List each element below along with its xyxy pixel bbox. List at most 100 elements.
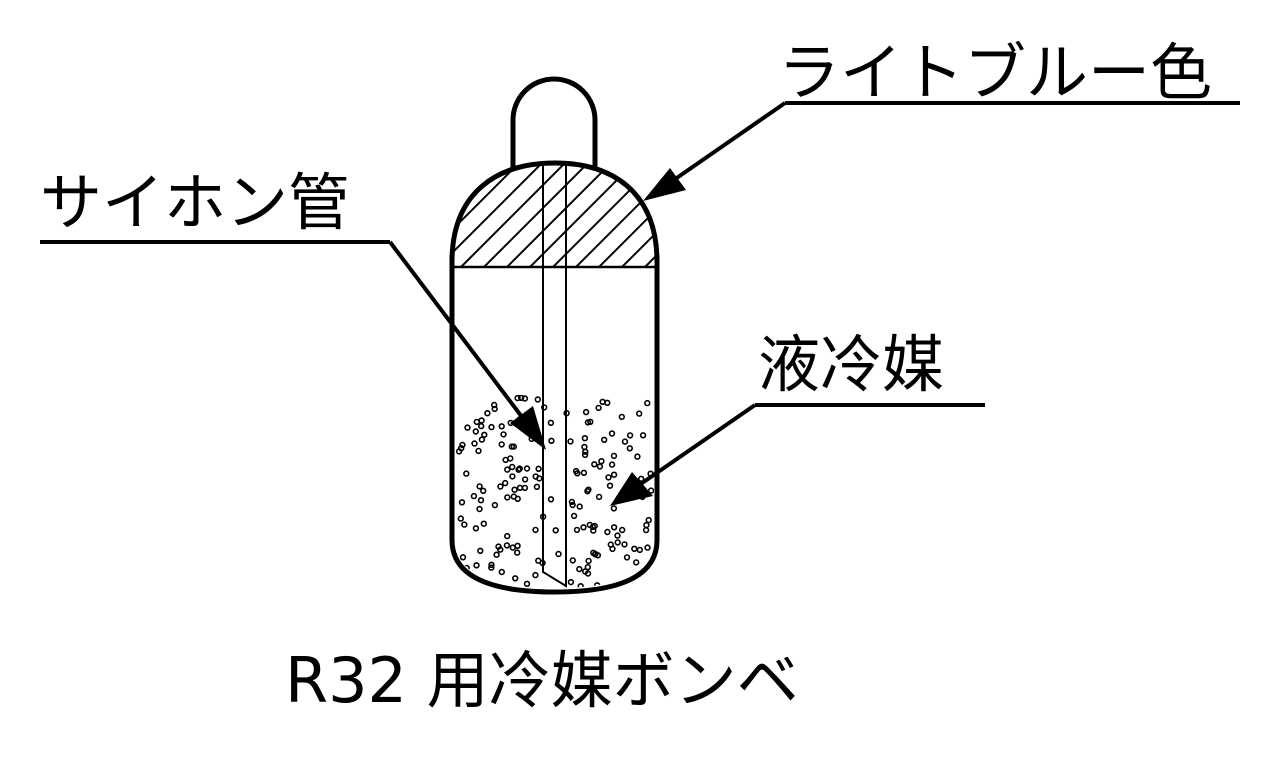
refrigerant-dot [608, 430, 616, 437]
refrigerant-dot [631, 545, 638, 552]
refrigerant-dot [570, 512, 578, 520]
refrigerant-dot [645, 516, 652, 524]
cylinder-dome [449, 160, 660, 263]
refrigerant-dot [614, 539, 621, 546]
refrigerant-dot [491, 501, 499, 509]
refrigerant-dot [567, 438, 574, 445]
label-light-blue: ライトブルー色 [778, 36, 1213, 109]
refrigerant-dot [488, 564, 495, 571]
refrigerant-dot [605, 474, 612, 481]
refrigerant-dot [582, 408, 590, 416]
refrigerant-dot [500, 431, 507, 438]
refrigerant-dot [591, 461, 598, 468]
refrigerant-dot [478, 417, 485, 424]
hatch-line [452, 163, 503, 267]
refrigerant-dot [507, 455, 514, 462]
refrigerant-dot [610, 452, 618, 460]
refrigerant-dot [478, 436, 486, 443]
refrigerant-dot [471, 440, 478, 447]
refrigerant-dot [458, 445, 465, 452]
refrigerant-dot [621, 438, 629, 445]
hatch-line [575, 163, 657, 267]
hatch-line [621, 163, 657, 267]
refrigerant-dot [498, 568, 505, 576]
refrigerant-dot [555, 550, 562, 558]
refrigerant-dot [458, 499, 466, 506]
refrigerant-dot [470, 492, 478, 500]
refrigerant-dot [576, 565, 583, 573]
refrigerant-dot [584, 570, 592, 577]
hatch-line [460, 163, 572, 267]
refrigerant-dot [532, 473, 539, 480]
refrigerant-dot [510, 493, 517, 500]
refrigerant-dot [581, 435, 589, 442]
refrigerant-dot [488, 561, 495, 568]
refrigerant-dot [626, 432, 634, 439]
refrigerant-dot [618, 413, 625, 421]
refrigerant-dot [573, 526, 581, 534]
arrow-head [510, 406, 546, 450]
arrow-head [643, 168, 686, 201]
refrigerant-dot [504, 494, 511, 501]
refrigerant-dot [577, 582, 584, 588]
refrigerant-dot [610, 471, 618, 478]
refrigerant-dot [576, 503, 583, 510]
diagram-title: R32 用冷媒ボンベ [285, 644, 799, 717]
refrigerant-dot [552, 527, 559, 534]
refrigerant-dot [644, 399, 651, 407]
refrigerant-dot [503, 542, 511, 549]
refrigerant-dot [567, 578, 575, 586]
leader-liquid [610, 403, 985, 506]
refrigerant-dot [569, 501, 576, 509]
hatch-line [714, 157, 824, 267]
refrigerant-dot [621, 541, 628, 548]
refrigerant-dot [548, 437, 555, 444]
refrigerant-dot [493, 551, 500, 558]
refrigerant-dot [521, 476, 529, 483]
hatch-line [506, 163, 618, 267]
refrigerant-dot [535, 465, 542, 472]
refrigerant-dot [600, 436, 608, 443]
light-blue-hatch [452, 157, 824, 267]
refrigerant-dot [574, 470, 581, 477]
refrigerant-dot [534, 396, 541, 403]
refrigerant-dot [547, 419, 555, 426]
refrigerant-dot [584, 419, 592, 426]
refrigerant-dot [491, 401, 498, 409]
refrigerant-dot [478, 422, 485, 430]
refrigerant-dot [540, 404, 548, 411]
refrigerant-dot [511, 575, 519, 582]
refrigerant-dot [595, 493, 603, 501]
refrigerant-dot [498, 441, 505, 448]
refrigerant-dot [581, 443, 588, 451]
refrigerant-dot [514, 542, 521, 549]
refrigerant-dot [639, 432, 647, 439]
hatch-line [483, 163, 595, 267]
refrigerant-dot [463, 470, 470, 477]
refrigerant-dot [584, 563, 591, 571]
refrigerant-dot [477, 497, 485, 504]
refrigerant-dot [463, 582, 470, 588]
refrigerant-dot [504, 466, 511, 473]
refrigerant-dot [594, 552, 602, 559]
refrigerant-dot [481, 431, 488, 438]
siphon-tube [542, 165, 567, 588]
refrigerant-dot [523, 580, 531, 587]
refrigerant-dot [476, 505, 483, 513]
refrigerant-dot [516, 484, 524, 491]
refrigerant-dot [508, 443, 515, 450]
refrigerant-dot [459, 441, 466, 449]
refrigerant-dot [523, 465, 531, 472]
refrigerant-dot [472, 525, 480, 532]
refrigerant-dot [476, 483, 483, 490]
refrigerant-dot [614, 532, 621, 539]
refrigerant-dot [464, 424, 471, 431]
refrigerant-dot [608, 461, 616, 468]
refrigerant-dot [515, 466, 522, 473]
refrigerant-dot [514, 395, 521, 402]
refrigerant-dot [457, 515, 464, 522]
hatch-line [452, 163, 526, 267]
refrigerant-dot [591, 522, 598, 530]
refrigerant-dot [491, 405, 498, 413]
